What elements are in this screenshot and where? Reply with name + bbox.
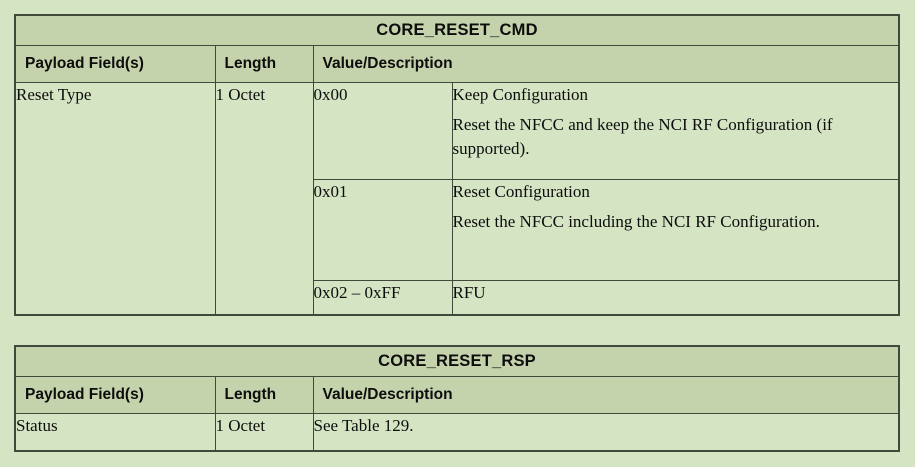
description-line: Keep Configuration: [452, 85, 589, 104]
description-line: Reset the NFCC and keep the NCI RF Confi…: [452, 115, 833, 159]
column-header-length: Length: [214, 45, 314, 83]
cell-payload-field-reset-type: Reset Type: [14, 82, 216, 316]
cell-description-0x01: Reset Configuration Reset the NFCC inclu…: [451, 179, 900, 281]
cell-length-reset-type: 1 Octet: [214, 82, 314, 316]
table-row: Status 1 Octet See Table 129.: [14, 413, 900, 452]
table-row: 0x01 Reset Configuration Reset the NFCC …: [15, 179, 900, 281]
column-header-length: Length: [214, 376, 314, 414]
cell-value-0x02-0xff: 0x02 – 0xFF: [312, 280, 453, 316]
description-line: Reset the NFCC including the NCI RF Conf…: [452, 212, 820, 232]
cell-description-rfu: RFU: [451, 280, 900, 316]
cell-description-status: See Table 129.: [312, 413, 900, 452]
cell-payload-field-status: Status: [14, 413, 216, 452]
column-header-payload-field: Payload Field(s): [14, 45, 216, 83]
cell-value-0x00: 0x00: [312, 82, 453, 180]
column-header-payload-field: Payload Field(s): [14, 376, 216, 414]
description-line: Reset Configuration: [452, 182, 590, 201]
table-row: Reset Type 1 Octet 0x00 Keep Configurati…: [14, 82, 900, 316]
column-header-value-description: Value/Description: [312, 376, 900, 414]
table-header-row: Payload Field(s) Length Value/Descriptio…: [14, 376, 900, 414]
cell-description-0x00: Keep Configuration Reset the NFCC and ke…: [451, 82, 900, 180]
table-title-row: CORE_RESET_CMD: [14, 14, 900, 46]
cell-length-status: 1 Octet: [214, 413, 314, 452]
column-header-value-description: Value/Description: [312, 45, 900, 83]
table-title-core-reset-rsp: CORE_RESET_RSP: [14, 345, 900, 377]
table-core-reset-cmd: CORE_RESET_CMD Payload Field(s) Length V…: [14, 14, 900, 316]
table-title-core-reset-cmd: CORE_RESET_CMD: [14, 14, 900, 46]
table-title-row: CORE_RESET_RSP: [14, 345, 900, 377]
cell-value-0x01: 0x01: [312, 179, 453, 281]
table-core-reset-rsp: CORE_RESET_RSP Payload Field(s) Length V…: [14, 345, 900, 452]
table-header-row: Payload Field(s) Length Value/Descriptio…: [14, 45, 900, 83]
table-row: 0x02 – 0xFF RFU: [15, 280, 900, 316]
